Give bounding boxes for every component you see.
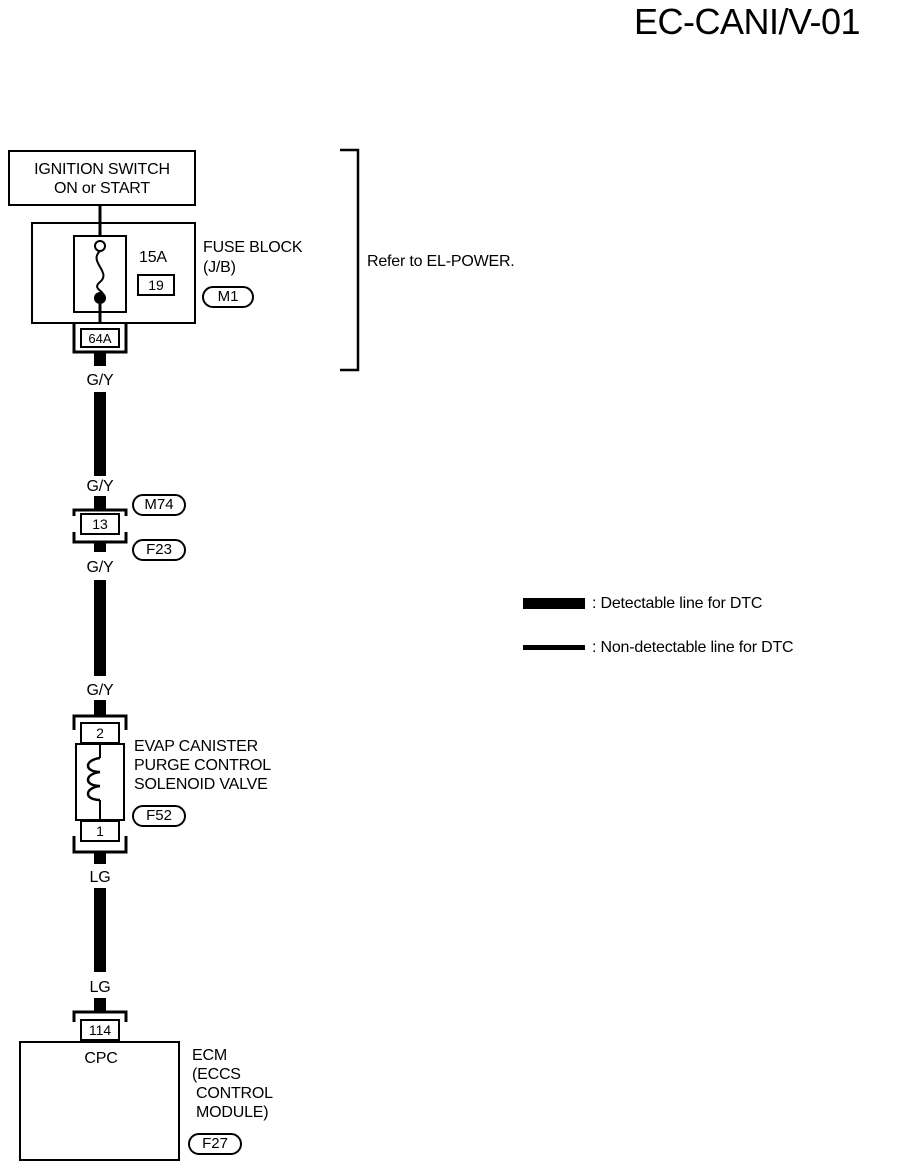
- refer-text: Refer to EL-POWER.: [367, 253, 515, 270]
- coil-icon: [86, 756, 101, 802]
- solenoid-bracket-top: [72, 714, 128, 730]
- legend-detectable-label: : Detectable line for DTC: [592, 595, 763, 612]
- wire-color-label: G/Y: [86, 478, 114, 495]
- wire-color-label: LG: [89, 979, 111, 996]
- fuse-rating: 15A: [139, 249, 167, 266]
- wire-segment-g-y-1: [94, 392, 106, 476]
- ecm-box: CPC: [19, 1041, 180, 1161]
- legend-non-detectable-swatch: [523, 645, 585, 650]
- terminal-2: 2: [80, 722, 120, 744]
- fuse-block-box: [31, 222, 196, 324]
- ecm-connector-bracket: [72, 1010, 128, 1022]
- ecm-name-line: CONTROL: [196, 1085, 273, 1102]
- wire-segment-g-y-2: [94, 580, 106, 676]
- ignition-switch-label: IGNITION SWITCH: [34, 161, 170, 178]
- connector-f52: F52: [132, 805, 186, 827]
- wire-color-label: G/Y: [86, 682, 114, 699]
- terminal-13: 13: [80, 513, 120, 535]
- wire-color-label: G/Y: [86, 559, 114, 576]
- legend-non-detectable-label: : Non-detectable line for DTC: [592, 639, 794, 656]
- connector-m1: M1: [202, 286, 254, 308]
- joint-connector-bracket-top: [72, 508, 128, 516]
- fuse-number: 19: [137, 274, 175, 296]
- refer-bracket: [340, 148, 360, 372]
- solenoid-name-line: PURGE CONTROL: [134, 757, 271, 774]
- solenoid-bracket-bottom: [72, 836, 128, 854]
- fuse-terminal-bottom: [94, 292, 106, 304]
- joint-connector-bracket-bottom: [72, 532, 128, 544]
- wire-segment: [94, 496, 106, 510]
- wire-segment: [94, 998, 106, 1012]
- connector-f23: F23: [132, 539, 186, 561]
- terminal-64a: 64A: [80, 328, 120, 348]
- ignition-switch-box: IGNITION SWITCH ON or START: [8, 150, 196, 206]
- solenoid-name-line: SOLENOID VALVE: [134, 776, 268, 793]
- page-code: EC-CANI/V-01: [634, 1, 861, 42]
- fuse-block-name: FUSE BLOCK: [203, 239, 303, 256]
- ecm-name-line: MODULE): [196, 1104, 269, 1121]
- wire-segment: [94, 852, 106, 864]
- ecm-terminal-label: CPC: [84, 1050, 118, 1067]
- wire-color-label: G/Y: [86, 372, 114, 389]
- wire-color-label: LG: [89, 869, 111, 886]
- terminal-1: 1: [80, 820, 120, 842]
- connector-f27: F27: [188, 1133, 242, 1155]
- legend-detectable-swatch: [523, 598, 585, 609]
- connector-m74: M74: [132, 494, 186, 516]
- ecm-name-line: ECM: [192, 1047, 227, 1064]
- wire-segment: [94, 542, 106, 552]
- wire-segment-lg: [94, 888, 106, 972]
- wire-segment: [94, 352, 106, 366]
- fuse-block-jb: (J/B): [203, 259, 236, 276]
- ecm-name-line: (ECCS: [192, 1066, 241, 1083]
- terminal-114: 114: [80, 1019, 120, 1041]
- ignition-switch-state: ON or START: [54, 180, 150, 197]
- wire-segment: [94, 700, 106, 716]
- solenoid-name-line: EVAP CANISTER: [134, 738, 258, 755]
